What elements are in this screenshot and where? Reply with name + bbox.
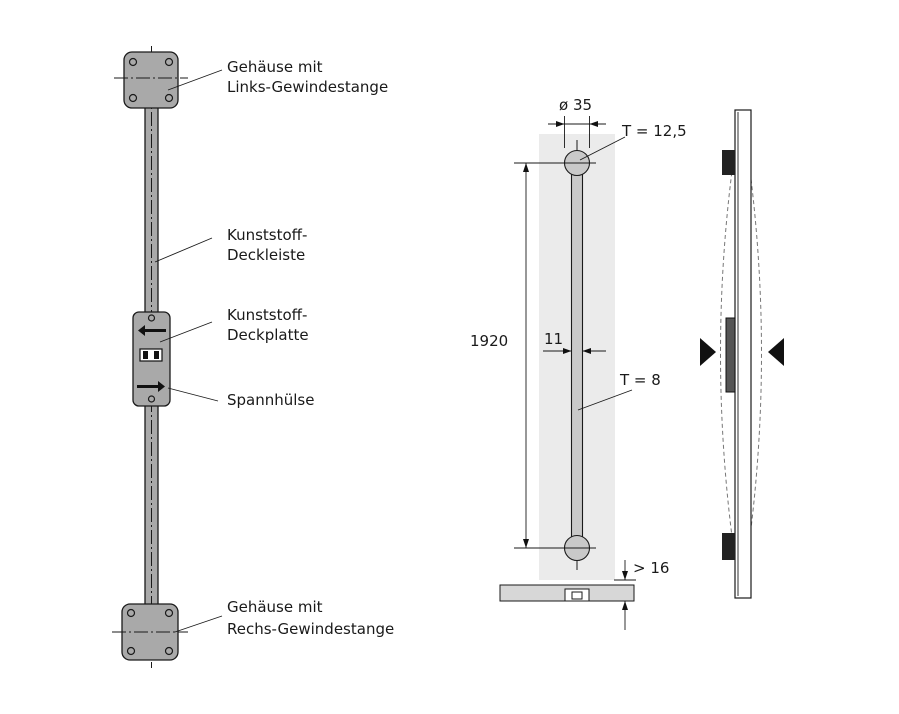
label-cover-strip-line2: Deckleiste [227,246,305,264]
top-housing [114,51,188,109]
pressure-arrow-right-icon [768,338,784,366]
dim-depth-top: T = 12,5 [621,122,687,140]
dim-gap: > 16 [633,559,669,577]
label-cover-strip-line1: Kunststoff- [227,226,307,244]
side-view [700,109,784,599]
arrow-right-icon [137,381,165,392]
dim-diameter: ø 35 [559,96,592,114]
leader-cover-plate [159,321,213,343]
leader-housing-top [167,69,223,91]
dim-length: 1920 [470,332,508,350]
arrow-left-icon [138,325,166,336]
label-housing-top-line2: Links-Gewindestange [227,78,388,96]
label-housing-top-line1: Gehäuse mit [227,58,323,76]
pressure-arrow-left-icon [700,338,716,366]
bottom-housing [112,603,188,661]
dimension-view: ø 35 T = 12,5 1920 11 T = 8 > 16 [470,96,687,630]
dim-depth-mid: T = 8 [619,371,661,389]
dim-width: 11 [544,330,563,348]
lower-fitting [722,533,735,560]
groove [570,159,584,551]
middle-fitting [725,317,736,393]
leader-cover-strip [154,237,213,263]
label-cover-plate-line1: Kunststoff- [227,306,307,324]
assembly-view: Gehäuse mit Links-Gewindestange Kunststo… [112,46,394,668]
upper-fitting [722,150,735,175]
label-tension-sleeve: Spannhülse [227,391,314,409]
middle-cover-plate [132,311,171,407]
leader-sleeve [167,387,219,402]
label-housing-bottom-line2: Rechs-Gewindestange [227,620,394,638]
deflection-curve-left [720,109,742,599]
label-cover-plate-line2: Deckplatte [227,326,309,344]
leader-housing-bottom [174,615,223,633]
label-housing-bottom-line1: Gehäuse mit [227,598,323,616]
door-panel [734,109,752,599]
